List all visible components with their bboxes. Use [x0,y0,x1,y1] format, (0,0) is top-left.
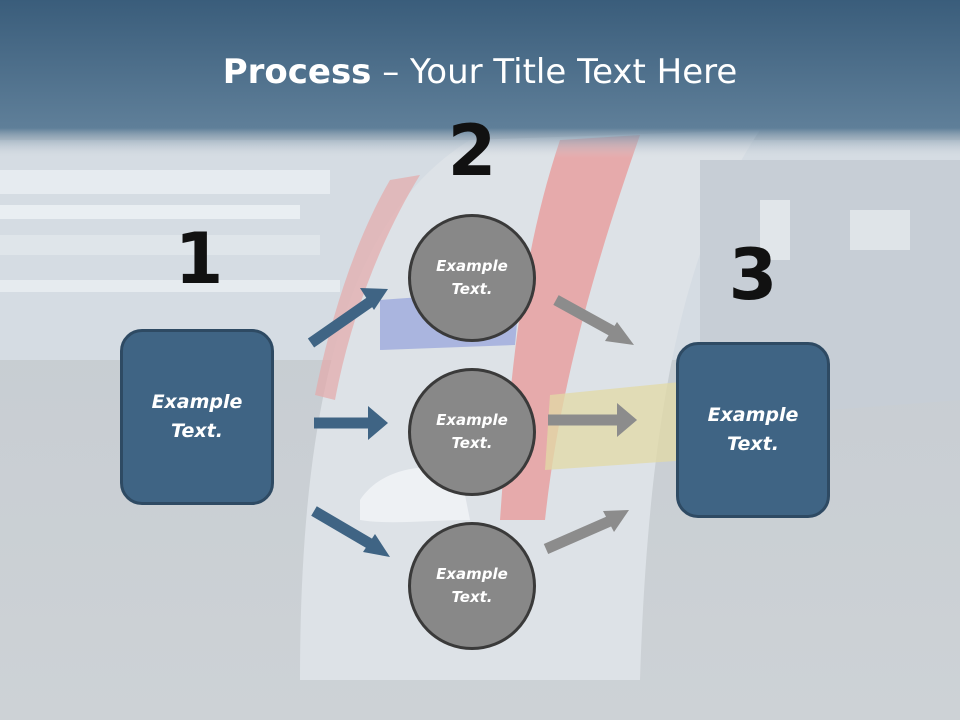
circle-bottom-line2: Text. [451,588,493,606]
circle-middle-line2: Text. [451,434,493,452]
step-box-3-line1: Example [707,404,799,426]
arrow-in-top [307,288,388,348]
step-number-2: 2 [447,110,497,192]
step-box-1-line1: Example [151,391,243,413]
step-circle-top[interactable]: Example Text. [408,214,536,342]
step-circle-middle[interactable]: Example Text. [408,368,536,496]
step-box-3-line2: Text. [727,433,779,455]
slide-title: Process – Your Title Text Here [0,52,960,92]
step-number-3: 3 [728,234,778,316]
arrow-out-top [553,295,634,345]
arrow-in-bottom [311,506,390,557]
step-number-1: 1 [174,218,224,300]
arrow-out-bottom [543,510,629,555]
title-bold: Process [222,52,372,92]
step-box-1[interactable]: Example Text. [120,329,274,505]
step-box-3[interactable]: Example Text. [676,342,830,518]
arrow-in-middle [314,406,388,440]
step-box-1-line2: Text. [171,420,223,442]
circle-top-line1: Example [436,257,508,275]
circle-top-line2: Text. [451,280,493,298]
step-circle-bottom[interactable]: Example Text. [408,522,536,650]
circle-bottom-line1: Example [436,565,508,583]
title-rest: – Your Title Text Here [371,52,738,92]
circle-middle-line1: Example [436,411,508,429]
arrow-out-middle [548,403,637,437]
